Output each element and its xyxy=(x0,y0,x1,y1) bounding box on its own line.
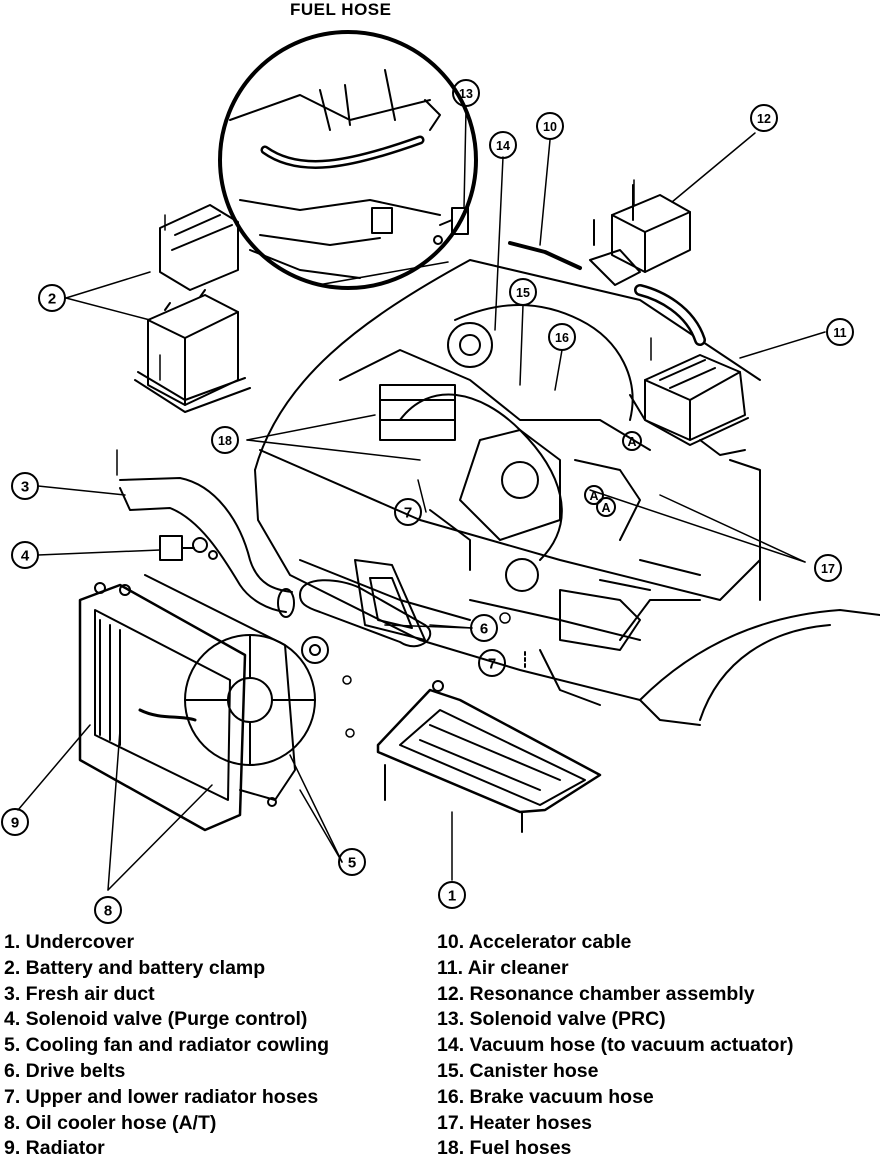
engine-compartment xyxy=(254,259,761,706)
callout-11: 11 xyxy=(833,326,846,340)
fuel-hose-inset xyxy=(218,30,478,290)
legend-item: 10. Accelerator cable xyxy=(437,931,632,953)
callout-8: 8 xyxy=(104,903,112,920)
radiator-part xyxy=(78,582,247,832)
callout-17: 17 xyxy=(821,562,835,576)
mark-a-2: A xyxy=(589,489,598,503)
legend-item: 17. Heater hoses xyxy=(437,1111,593,1134)
legend-item: 8. Oil cooler hose (A/T) xyxy=(4,1111,217,1134)
legend-item: 15. Canister hose xyxy=(437,1059,599,1082)
callout-9: 9 xyxy=(11,815,19,832)
callout-2: 2 xyxy=(48,291,56,308)
legend-right: 10. Accelerator cable 11. Air cleaner 12… xyxy=(437,930,794,1162)
callout-7-lower: 7 xyxy=(488,656,496,673)
callout-6: 6 xyxy=(480,621,488,638)
solenoid-valve-prc-part xyxy=(433,207,469,245)
battery-part xyxy=(134,204,251,413)
callout-4: 4 xyxy=(21,548,30,565)
legend-item: 6. Drive belts xyxy=(4,1059,126,1082)
legend-item: 4. Solenoid valve (Purge control) xyxy=(4,1008,308,1031)
mark-a-3: A xyxy=(601,501,610,515)
legend-item: 5. Cooling fan and radiator cowling xyxy=(4,1034,330,1057)
callout-18: 18 xyxy=(218,434,232,448)
callout-7-upper: 7 xyxy=(404,505,412,522)
callout-5: 5 xyxy=(348,855,356,872)
resonance-chamber-part xyxy=(589,184,691,286)
mark-a-1: A xyxy=(627,435,636,449)
legend-item: 18. Fuel hoses xyxy=(437,1137,572,1160)
callout-1: 1 xyxy=(448,888,456,905)
callout-12: 12 xyxy=(757,112,771,126)
callout-13: 13 xyxy=(459,87,473,101)
bolts xyxy=(116,179,652,738)
callout-circles xyxy=(1,79,854,924)
callout-15: 15 xyxy=(516,286,530,300)
legend-item: 11. Air cleaner xyxy=(437,956,569,979)
callout-10: 10 xyxy=(543,120,557,134)
inset-title: FUEL HOSE xyxy=(290,0,392,19)
legend-left: 1. Undercover 2. Battery and battery cla… xyxy=(4,930,329,1162)
fresh-air-duct-part xyxy=(119,477,295,618)
legend-item: 16. Brake vacuum hose xyxy=(437,1085,654,1108)
accelerator-cable-part xyxy=(508,241,582,270)
fan-cowling-part xyxy=(144,574,329,807)
legend-item: 7. Upper and lower radiator hoses xyxy=(4,1085,319,1108)
car-body xyxy=(559,459,880,726)
legend-item: 1. Undercover xyxy=(4,931,135,953)
undercover-part xyxy=(376,651,602,833)
legend-item: 13. Solenoid valve (PRC) xyxy=(437,1008,666,1031)
legend-item: 12. Resonance chamber assembly xyxy=(437,982,755,1005)
air-cleaner-part xyxy=(629,354,749,456)
legend-item: 9. Radiator xyxy=(4,1137,105,1160)
callout-3: 3 xyxy=(21,479,29,496)
purge-solenoid-part xyxy=(159,535,218,561)
diagram-drawing: 1 2 3 4 5 6 7 7 8 9 10 11 12 13 14 15 16… xyxy=(1,30,880,924)
leader-lines xyxy=(17,109,826,891)
intake-duct-part xyxy=(634,284,706,346)
callout-16: 16 xyxy=(555,331,569,345)
callout-14: 14 xyxy=(496,139,510,153)
legend-item: 14. Vacuum hose (to vacuum actuator) xyxy=(437,1034,794,1057)
drive-belts-part xyxy=(299,559,432,648)
legend-item: 3. Fresh air duct xyxy=(4,982,155,1005)
legend-item: 2. Battery and battery clamp xyxy=(4,956,266,979)
